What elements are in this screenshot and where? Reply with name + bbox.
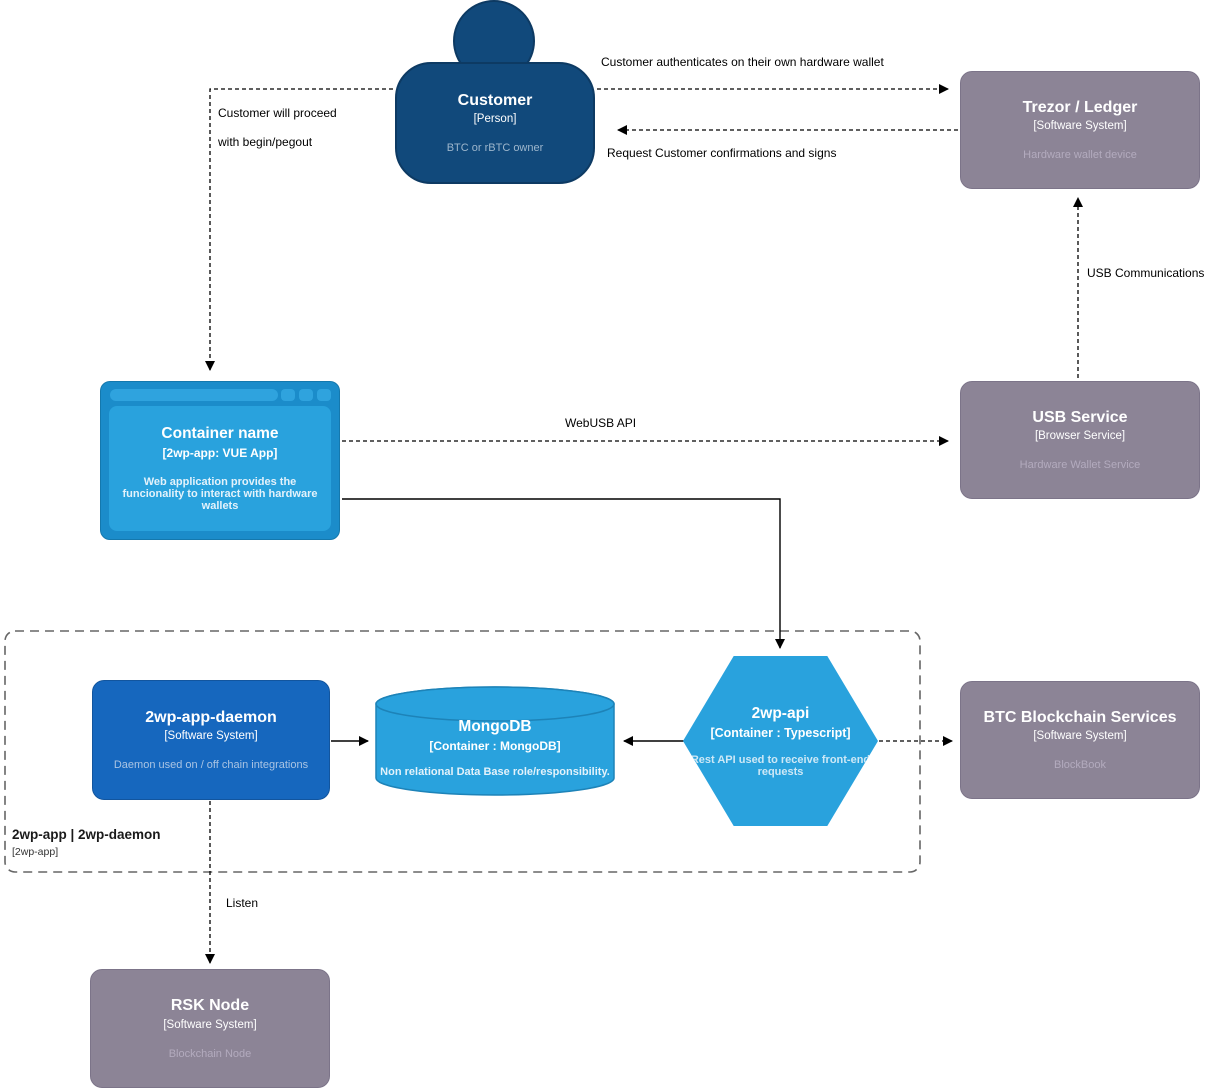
- trezor-description: Hardware wallet device: [1023, 149, 1137, 162]
- container-name-description: Web application provides the funcionalit…: [122, 476, 318, 512]
- browser-addressbar: [110, 389, 278, 401]
- edge-label-request: Request Customer confirmations and signs: [607, 146, 837, 160]
- node-usb-service: USB Service [Browser Service] Hardware W…: [960, 381, 1200, 499]
- mongodb-subtitle: [Container : MongoDB]: [429, 739, 561, 753]
- customer-subtitle: [Person]: [473, 113, 517, 126]
- edge-label-proceed-1: Customer will proceed: [218, 106, 337, 120]
- browser-button-icon: [281, 389, 295, 401]
- daemon-title: 2wp-app-daemon: [145, 708, 277, 726]
- daemon-description: Daemon used on / off chain integrations: [113, 759, 309, 772]
- mongodb-description: Non relational Data Base role/responsibi…: [380, 766, 610, 778]
- edge-label-authenticate: Customer authenticates on their own hard…: [601, 55, 884, 69]
- edge-label-proceed-2: with begin/pegout: [218, 135, 313, 149]
- mongodb-cylinder-icon: [375, 686, 615, 796]
- edge-container-api-line: [342, 498, 785, 649]
- rsk-node-subtitle: [Software System]: [163, 1018, 257, 1031]
- daemon-subtitle: [Software System]: [164, 730, 258, 743]
- node-container-name: Container name [2wp-app: VUE App] Web ap…: [100, 381, 340, 540]
- container-name-subtitle: [2wp-app: VUE App]: [162, 446, 278, 460]
- api-title: 2wp-api: [751, 704, 810, 722]
- rsk-node-title: RSK Node: [170, 997, 250, 1015]
- rsk-node-description: Blockchain Node: [168, 1047, 252, 1060]
- mongodb-title: MongoDB: [458, 718, 532, 735]
- browser-button-icon: [317, 389, 331, 401]
- api-description: Rest API used to receive front-end reque…: [690, 753, 871, 778]
- btc-services-title: BTC Blockchain Services: [983, 708, 1177, 726]
- edge-label-webusb: WebUSB API: [565, 416, 637, 430]
- node-2wp-api: 2wp-api [Container : Typescript] Rest AP…: [683, 656, 878, 826]
- api-subtitle: [Container : Typescript]: [710, 725, 851, 740]
- customer-description: BTC or rBTC owner: [446, 142, 544, 155]
- browser-button-icon: [299, 389, 313, 401]
- edge-label-listen: Listen: [226, 896, 259, 910]
- usb-service-description: Hardware Wallet Service: [1019, 459, 1141, 472]
- node-mongodb: MongoDB [Container : MongoDB] Non relati…: [375, 686, 615, 796]
- container-name-title: Container name: [161, 425, 279, 442]
- edge-label-usb-communications: USB Communications: [1087, 266, 1205, 280]
- node-btc-blockchain-services: BTC Blockchain Services [Software System…: [960, 681, 1200, 799]
- browser-panel: Container name [2wp-app: VUE App] Web ap…: [109, 406, 331, 531]
- boundary-title: 2wp-app | 2wp-daemon: [12, 827, 161, 842]
- boundary-subtitle: [2wp-app]: [12, 846, 59, 858]
- trezor-subtitle: [Software System]: [1033, 120, 1127, 133]
- node-customer: Customer [Person] BTC or rBTC owner: [395, 62, 595, 184]
- usb-service-subtitle: [Browser Service]: [1034, 430, 1126, 443]
- trezor-title: Trezor / Ledger: [1022, 98, 1138, 116]
- edge-proceed-line: [205, 88, 393, 371]
- btc-services-description: BlockBook: [1054, 759, 1106, 772]
- usb-service-title: USB Service: [1032, 408, 1128, 426]
- btc-services-subtitle: [Software System]: [1033, 730, 1127, 743]
- node-rsk-node: RSK Node [Software System] Blockchain No…: [90, 969, 330, 1088]
- node-2wp-app-daemon: 2wp-app-daemon [Software System] Daemon …: [92, 680, 330, 800]
- customer-title: Customer: [457, 91, 533, 109]
- node-trezor-ledger: Trezor / Ledger [Software System] Hardwa…: [960, 71, 1200, 189]
